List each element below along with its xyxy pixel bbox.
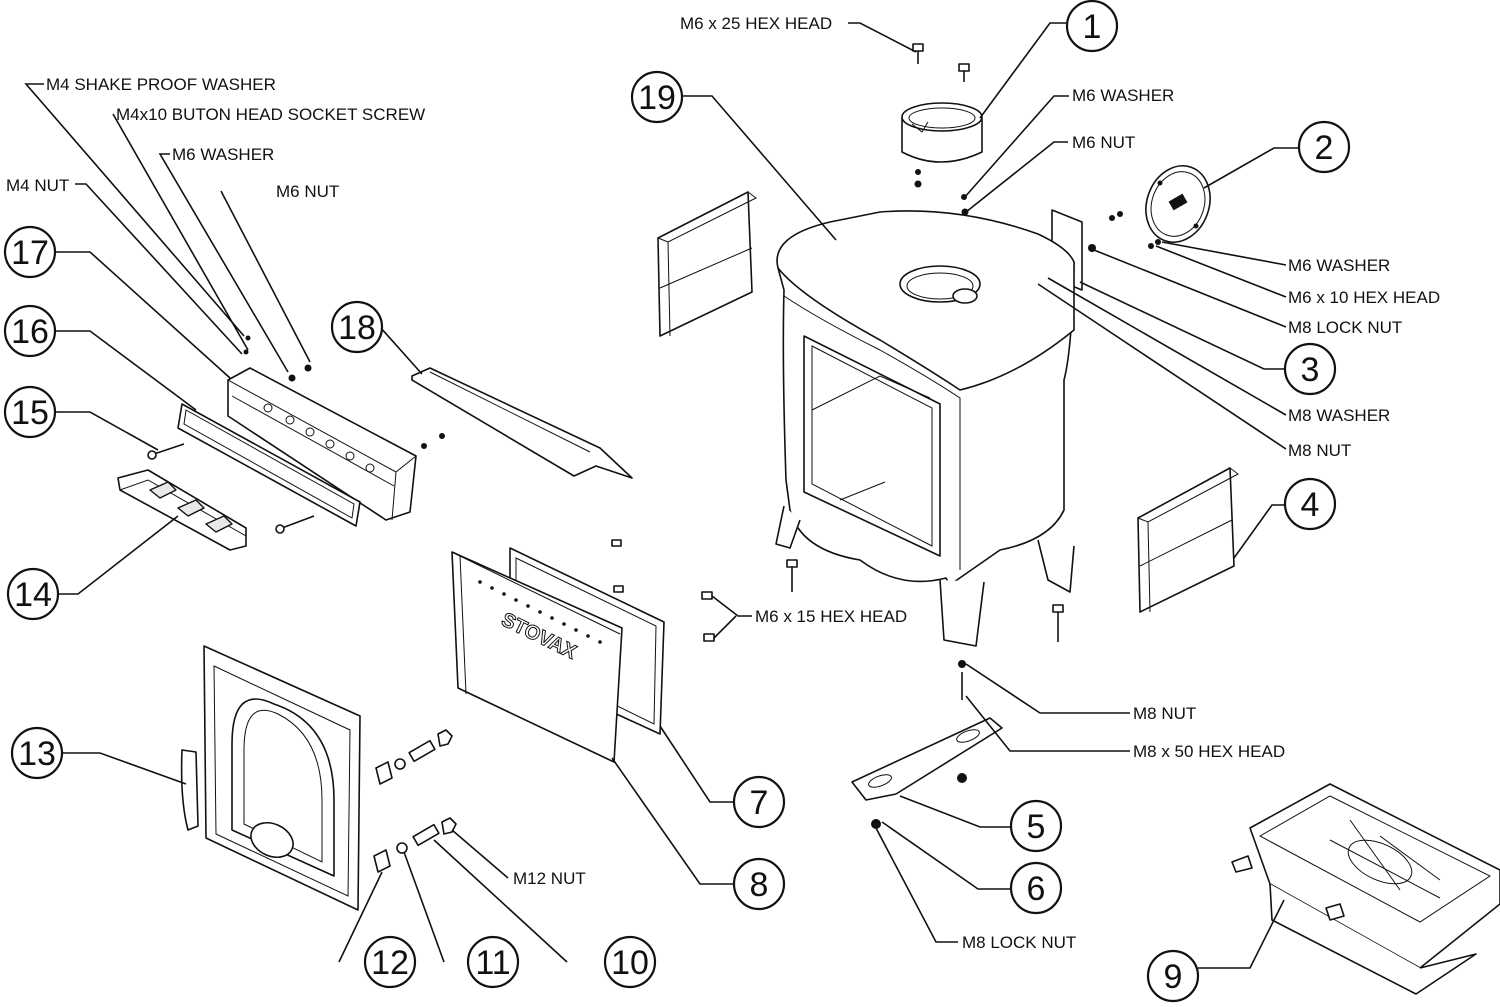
callout-19: 19 bbox=[630, 70, 684, 124]
callout-7: 7 bbox=[732, 775, 786, 829]
svg-text:2: 2 bbox=[1315, 129, 1334, 167]
label-m12-nut: M12 NUT bbox=[513, 869, 586, 888]
callout-11: 11 bbox=[466, 935, 520, 989]
svg-text:3: 3 bbox=[1301, 351, 1320, 389]
label-m6x25-hex-head: M6 x 25 HEX HEAD bbox=[680, 14, 832, 33]
svg-text:15: 15 bbox=[11, 394, 49, 432]
callout-5: 5 bbox=[1009, 799, 1063, 853]
svg-text:16: 16 bbox=[11, 313, 49, 351]
baffle-plate-part bbox=[411, 367, 633, 479]
label-m4x10-button-head: M4x10 BUTON HEAD SOCKET SCREW bbox=[116, 105, 425, 124]
callout-2: 2 bbox=[1297, 120, 1351, 174]
callout-14: 14 bbox=[6, 567, 60, 621]
hinge-hardware-part bbox=[373, 729, 457, 873]
label-m6-washer-top: M6 WASHER bbox=[1072, 86, 1174, 105]
firebrick-left-part bbox=[657, 191, 757, 337]
svg-text:11: 11 bbox=[475, 944, 510, 982]
hex-bolt-icon bbox=[786, 559, 1064, 700]
callout-12: 12 bbox=[363, 935, 417, 989]
svg-text:14: 14 bbox=[14, 576, 52, 614]
callout-4: 4 bbox=[1283, 477, 1337, 531]
svg-text:18: 18 bbox=[338, 309, 376, 347]
svg-text:17: 17 bbox=[11, 234, 49, 272]
label-m4-shake-proof-washer: M4 SHAKE PROOF WASHER bbox=[46, 75, 276, 94]
label-m6-washer-right: M6 WASHER bbox=[1288, 256, 1390, 275]
svg-text:7: 7 bbox=[750, 784, 769, 822]
label-m6x15-hex-head: M6 x 15 HEX HEAD bbox=[755, 607, 907, 626]
label-m8-washer: M8 WASHER bbox=[1288, 406, 1390, 425]
callout-18: 18 bbox=[330, 300, 384, 354]
callout-16: 16 bbox=[3, 304, 57, 358]
svg-text:19: 19 bbox=[638, 79, 676, 117]
svg-text:1: 1 bbox=[1083, 8, 1102, 46]
stove-body-part bbox=[775, 210, 1075, 647]
label-m8-nut-right: M8 NUT bbox=[1288, 441, 1351, 460]
door-glass-part: STOVAX bbox=[451, 551, 623, 763]
callout-1: 1 bbox=[1065, 0, 1119, 53]
base-plate-part bbox=[851, 717, 1003, 829]
callout-13: 13 bbox=[10, 726, 64, 780]
label-m6x10-hex-head: M6 x 10 HEX HEAD bbox=[1288, 288, 1440, 307]
callout-17: 17 bbox=[3, 225, 57, 279]
label-m6-washer-left: M6 WASHER bbox=[172, 145, 274, 164]
svg-text:10: 10 bbox=[611, 944, 649, 982]
front-bar-assembly-part bbox=[227, 335, 445, 521]
firebrick-right-part bbox=[1137, 467, 1239, 613]
callout-3: 3 bbox=[1283, 342, 1337, 396]
callout-15: 15 bbox=[3, 385, 57, 439]
stove-door-part bbox=[180, 645, 361, 911]
leader-lines bbox=[24, 22, 1300, 969]
label-m8-nut-bottom: M8 NUT bbox=[1133, 704, 1196, 723]
label-m8-lock-nut-right: M8 LOCK NUT bbox=[1288, 318, 1402, 337]
support-bracket-part bbox=[117, 469, 247, 551]
callout-6: 6 bbox=[1009, 861, 1063, 915]
blanking-plate-part bbox=[1109, 165, 1211, 249]
glass-panel-part bbox=[177, 403, 361, 527]
svg-text:5: 5 bbox=[1027, 808, 1046, 846]
callout-10: 10 bbox=[603, 935, 657, 989]
hex-bolt-icon bbox=[912, 43, 970, 82]
svg-text:12: 12 bbox=[371, 944, 409, 982]
label-m8x50-hex-head: M8 x 50 HEX HEAD bbox=[1133, 742, 1285, 761]
callout-9: 9 bbox=[1146, 949, 1200, 1003]
hex-bolt-icon bbox=[147, 443, 315, 534]
svg-text:4: 4 bbox=[1301, 486, 1320, 524]
svg-text:13: 13 bbox=[18, 735, 56, 773]
svg-text:8: 8 bbox=[750, 866, 769, 904]
label-m6-nut-top: M6 NUT bbox=[1072, 133, 1135, 152]
callout-8: 8 bbox=[732, 857, 786, 911]
washer-icon bbox=[914, 169, 969, 216]
fire-grate-part bbox=[1231, 783, 1500, 995]
label-m4-nut: M4 NUT bbox=[6, 176, 69, 195]
svg-text:6: 6 bbox=[1027, 870, 1046, 908]
flue-collar-part bbox=[901, 102, 983, 163]
label-m6-nut-left: M6 NUT bbox=[276, 182, 339, 201]
svg-text:9: 9 bbox=[1164, 958, 1183, 996]
label-m8-lock-nut-bottom: M8 LOCK NUT bbox=[962, 933, 1076, 952]
